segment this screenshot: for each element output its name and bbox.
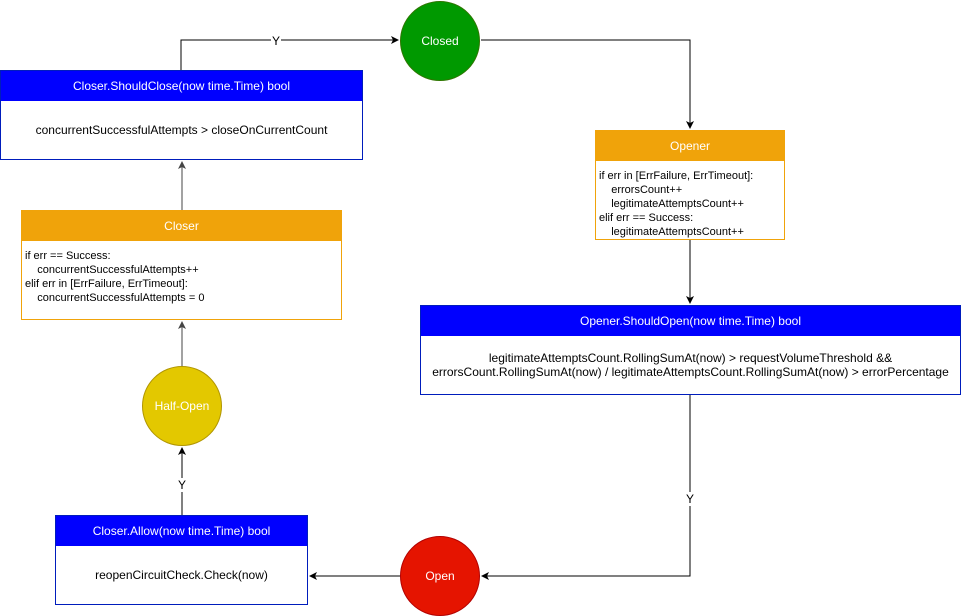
opener-title: Opener <box>596 131 784 161</box>
edge-label-y-should-close: Y <box>271 34 282 48</box>
should-open-condition-1: legitimateAttemptsCount.RollingSumAt(now… <box>488 351 893 365</box>
edge-label-y-should-open: Y <box>685 492 696 506</box>
should-close-box: Closer.ShouldClose(now time.Time) bool c… <box>0 70 363 160</box>
allow-box: Closer.Allow(now time.Time) bool reopenC… <box>55 515 308 605</box>
allow-title: Closer.Allow(now time.Time) bool <box>56 516 307 546</box>
should-close-title: Closer.ShouldClose(now time.Time) bool <box>1 71 362 101</box>
state-open: Open <box>400 536 480 616</box>
edge-should-open-to-open <box>481 395 691 580</box>
edge-closed-to-opener <box>481 39 694 129</box>
allow-body: reopenCircuitCheck.Check(now) <box>95 568 268 582</box>
state-half-open-label: Half-Open <box>154 399 210 413</box>
closer-title: Closer <box>22 211 341 241</box>
should-open-title: Opener.ShouldOpen(now time.Time) bool <box>421 306 960 336</box>
opener-body: if err in [ErrFailure, ErrTimeout]: erro… <box>599 170 754 238</box>
should-open-box: Opener.ShouldOpen(now time.Time) bool le… <box>420 305 961 395</box>
state-half-open: Half-Open <box>142 366 222 446</box>
opener-box: Opener if err in [ErrFailure, ErrTimeout… <box>595 130 785 240</box>
state-closed: Closed <box>400 1 480 81</box>
closer-box: Closer if err == Success: concurrentSucc… <box>21 210 342 320</box>
should-close-body: concurrentSuccessfulAttempts > closeOnCu… <box>35 123 328 137</box>
edge-label-y-allow: Y <box>177 478 188 492</box>
should-open-condition-2: errorsCount.RollingSumAt(now) / legitima… <box>432 365 949 379</box>
should-open-body: legitimateAttemptsCount.RollingSumAt(now… <box>421 336 960 394</box>
state-open-label: Open <box>425 569 455 583</box>
edge-should-close-to-closed <box>180 36 399 70</box>
closer-body: if err == Success: concurrentSuccessfulA… <box>25 250 205 304</box>
state-closed-label: Closed <box>421 34 459 48</box>
